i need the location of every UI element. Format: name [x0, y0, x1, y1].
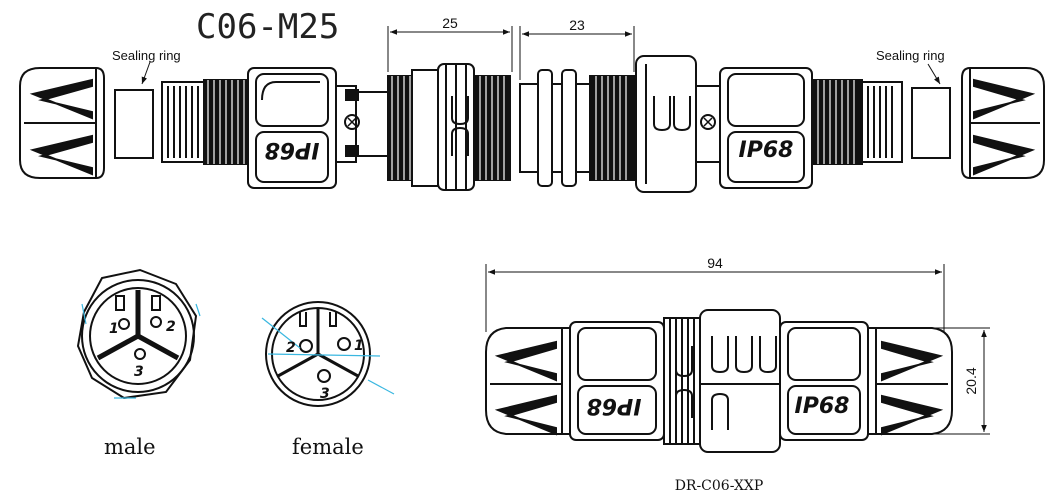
- male-label: male: [104, 435, 156, 459]
- left-end-cap: [19, 67, 105, 179]
- right-collar: [635, 55, 721, 193]
- dimension-body-height-value: 20.4: [963, 367, 979, 394]
- sealing-ring-leader-right: [927, 63, 941, 85]
- female-pin-1: 1: [354, 338, 364, 354]
- right-receptacle: [519, 69, 635, 187]
- male-face: [76, 268, 201, 400]
- assembled-right-marking: IP68: [795, 394, 850, 419]
- dimension-receptacle-width: [519, 26, 635, 80]
- sealing-ring-callout-left: Sealing ring: [112, 48, 181, 63]
- male-pin-1: 1: [109, 321, 119, 337]
- left-thread: [203, 79, 249, 165]
- left-clamp-fingers: [161, 81, 205, 163]
- left-body-marking: IP68: [265, 137, 320, 162]
- dimension-overall-length-value: 94: [707, 255, 723, 271]
- assembled-left-marking: IP68: [587, 393, 642, 418]
- male-pin-2: 2: [166, 319, 176, 335]
- left-sealing-ring: [114, 89, 154, 159]
- exploded-view: [19, 55, 1045, 193]
- coupling-nut: [387, 63, 511, 191]
- right-clamp-fingers: [861, 81, 903, 163]
- dimension-overall-length: [485, 264, 945, 332]
- dimension-nut-width: [387, 26, 513, 72]
- sealing-ring-leader-left: [141, 61, 151, 85]
- female-face: [261, 301, 395, 407]
- right-sealing-ring: [911, 87, 951, 159]
- dimension-receptacle-width-value: 23: [569, 17, 585, 33]
- right-body: [719, 67, 813, 189]
- right-thread: [811, 79, 863, 165]
- right-body-marking: IP68: [739, 138, 794, 163]
- right-end-cap: [961, 67, 1045, 179]
- left-body: [247, 67, 357, 189]
- dimension-nut-width-value: 25: [442, 15, 458, 31]
- drawing-title: C06-M25: [196, 7, 339, 47]
- left-pin-insert: [344, 89, 391, 157]
- dimension-body-height: [870, 327, 990, 435]
- female-pin-3: 3: [320, 386, 330, 402]
- male-pin-3: 3: [134, 364, 144, 380]
- assembled-view: [485, 309, 953, 453]
- female-label: female: [292, 435, 364, 459]
- female-pin-2: 2: [286, 340, 296, 356]
- sealing-ring-callout-right: Sealing ring: [876, 48, 945, 63]
- part-number: DR-C06-XXP: [675, 478, 764, 494]
